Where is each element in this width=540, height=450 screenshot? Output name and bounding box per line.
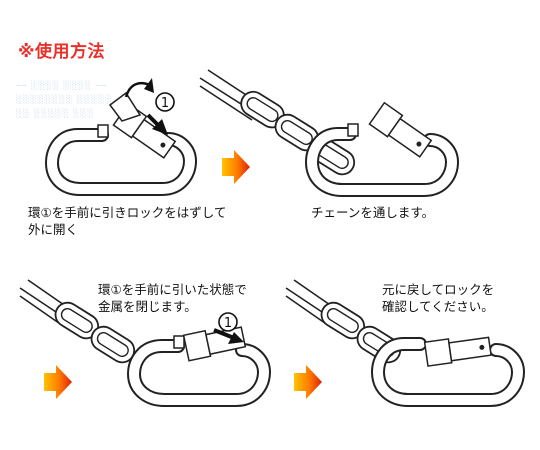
faint-text-line: ░░ ░░░░░ ░░░: [16, 109, 95, 118]
step-arrow-3: [294, 365, 322, 399]
step-arrow-2: [44, 365, 72, 399]
faint-text-line: ░░░░░░░░ ░░░░░: [16, 95, 113, 104]
step2-caption: チェーンを通します。: [311, 204, 434, 221]
step2-illustration: [199, 69, 460, 197]
rotate-arrow-head: [144, 78, 154, 93]
page-title: ※使用方法: [18, 42, 106, 62]
rotate-arrow: [124, 81, 151, 98]
chain: [19, 279, 136, 364]
step3-illustration: 1: [19, 279, 272, 407]
step4-caption-line1: 元に戻してロックを: [382, 282, 495, 297]
pull-arrow-head: [228, 332, 244, 344]
ring-marker: 1: [218, 312, 238, 332]
carabiner-open: [44, 91, 198, 196]
carabiner-locked: [370, 336, 526, 407]
ring-marker: 1: [155, 92, 175, 112]
svg-text:1: 1: [161, 96, 169, 111]
step4-illustration: [285, 279, 526, 407]
step1-illustration: 1: [44, 78, 198, 196]
step1-caption: 環①を手前に引きロックをはずして 外に開く: [28, 204, 226, 238]
faint-text-line: ── ░░░░ ░░░░ ──: [16, 81, 108, 90]
step4-caption: 元に戻してロックを 確認してください。: [382, 281, 494, 315]
carabiner-closing: [126, 326, 272, 407]
chain: [199, 69, 356, 176]
pull-arrow-head: [152, 119, 168, 135]
step4-caption-line2: 確認してください。: [382, 299, 494, 314]
carabiner-open: [304, 101, 460, 197]
step1-caption-line1: 環①を手前に引きロックをはずして: [28, 205, 227, 220]
step3-caption-line1: 環①を手前に引いた状態で: [98, 282, 247, 297]
step3-caption-line2: 金属を閉じます。: [98, 299, 197, 314]
step2-caption-line1: チェーンを通します。: [311, 205, 435, 220]
step-arrow-1: [222, 150, 250, 184]
step3-caption: 環①を手前に引いた状態で 金属を閉じます。: [98, 281, 247, 315]
pull-arrow: [213, 328, 235, 340]
svg-text:1: 1: [224, 316, 232, 331]
step1-caption-line2: 外に開く: [28, 222, 79, 237]
